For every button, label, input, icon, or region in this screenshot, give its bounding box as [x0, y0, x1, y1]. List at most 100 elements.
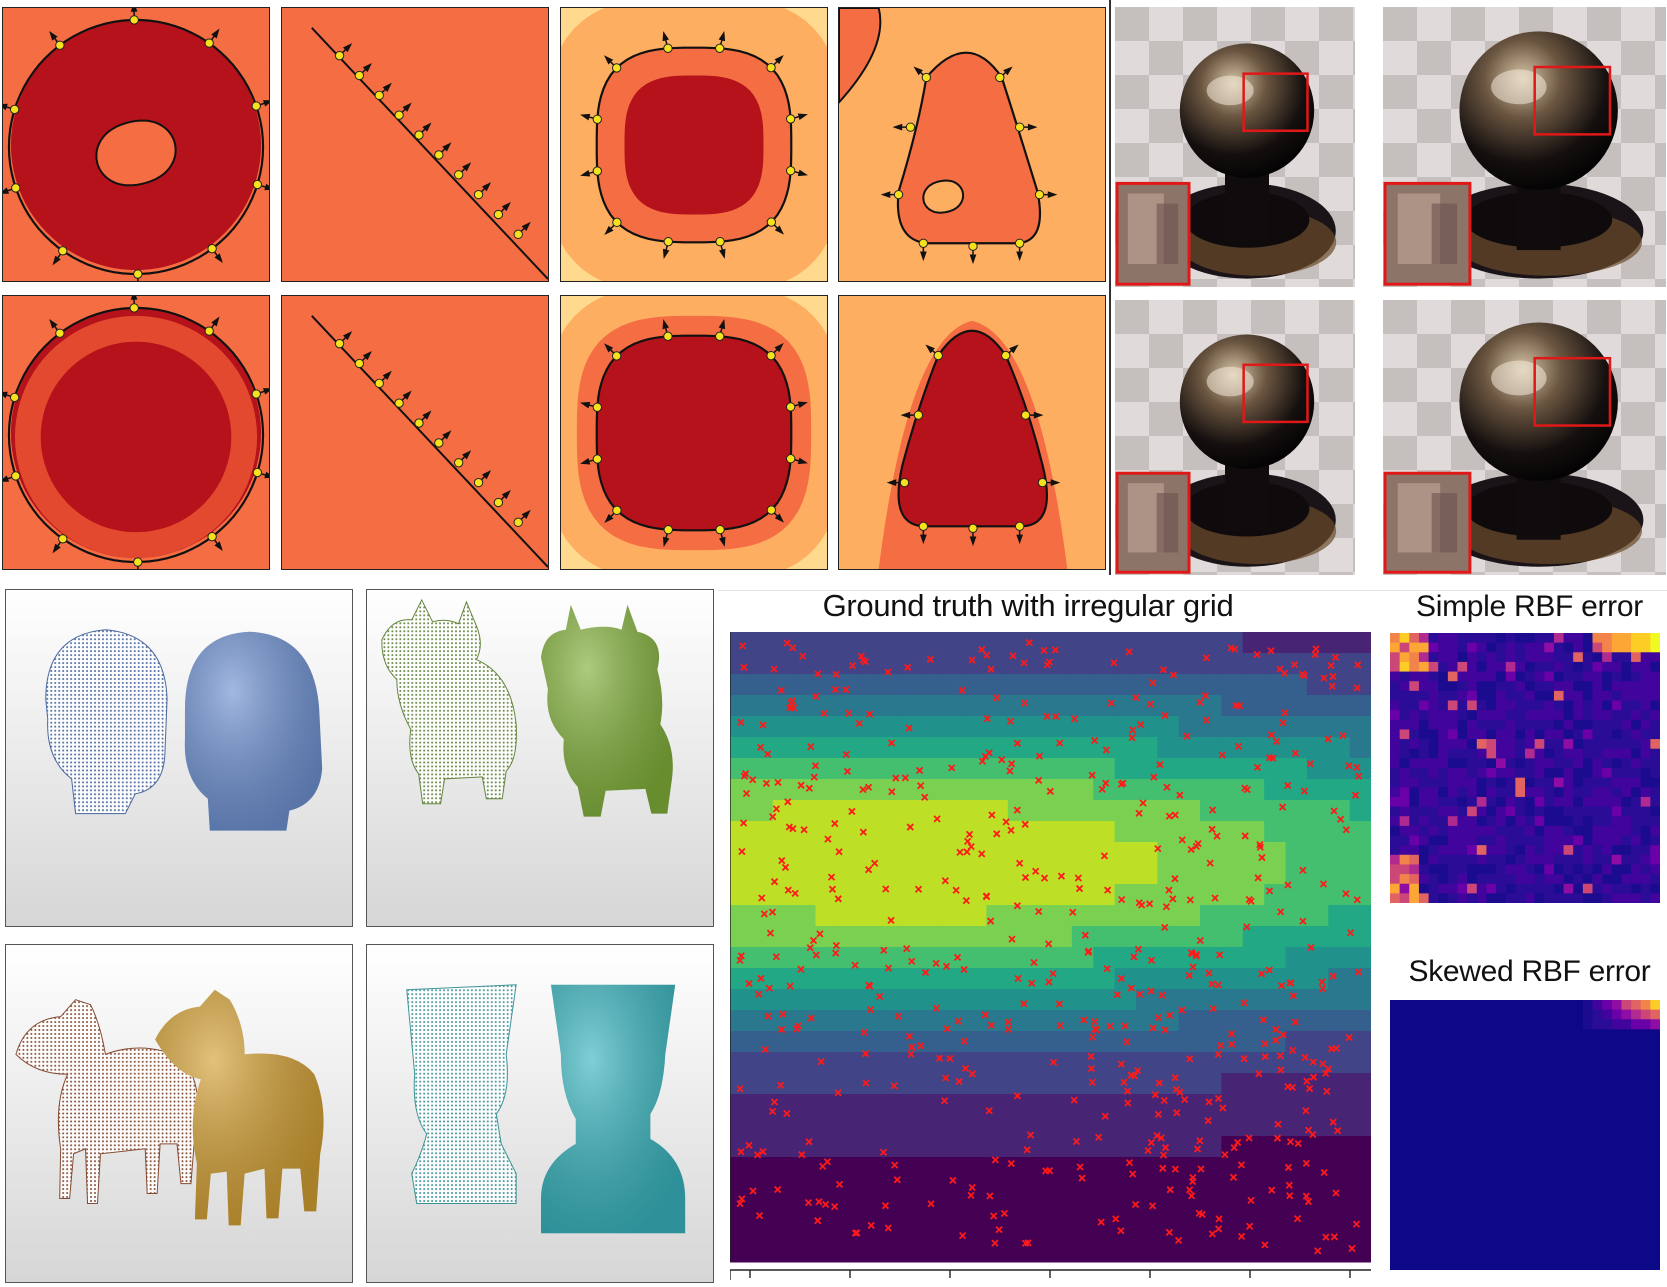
dot-icon — [434, 438, 444, 448]
cross-icon — [1127, 984, 1135, 992]
cross-icon — [1052, 712, 1060, 721]
dot-icon — [454, 458, 464, 468]
arrow-icon — [580, 457, 591, 465]
cross-icon — [1088, 1078, 1097, 1086]
cross-icon — [1187, 948, 1195, 957]
cross-icon — [1205, 1098, 1213, 1106]
cross-icon — [832, 941, 840, 950]
cross-icon — [1166, 1186, 1174, 1194]
cross-icon — [1040, 646, 1048, 655]
arrow-icon — [442, 430, 452, 440]
skewed-rbf-error-title: Skewed RBF error — [1408, 955, 1651, 988]
cross-icon — [804, 1198, 813, 1207]
arrow-icon — [718, 319, 726, 330]
cross-icon — [905, 724, 913, 732]
cross-icon — [1159, 1151, 1168, 1159]
cross-icon — [1162, 903, 1171, 911]
cross-icon — [1147, 1138, 1155, 1147]
cross-icon — [894, 1012, 903, 1020]
cross-icon — [1161, 711, 1169, 720]
cross-icon — [986, 1192, 994, 1200]
cross-icon — [1255, 1070, 1263, 1078]
dot-icon — [663, 43, 673, 54]
cross-icon — [832, 670, 840, 679]
arrow-icon — [580, 169, 591, 177]
dot-icon — [1014, 122, 1025, 132]
cross-icon — [1173, 1109, 1181, 1117]
cross-icon — [1107, 699, 1115, 707]
cross-icon — [1176, 791, 1184, 799]
dot-icon — [493, 209, 504, 220]
cross-icon — [1324, 1065, 1332, 1073]
cross-icon — [1144, 1146, 1152, 1155]
cross-icon — [978, 645, 986, 654]
cross-icon — [987, 665, 995, 673]
cross-icon — [1106, 1022, 1114, 1030]
sdf-panel-line — [281, 7, 549, 282]
dot-icon — [473, 477, 484, 488]
cross-icon — [1331, 653, 1340, 662]
cross-icon — [736, 1085, 744, 1093]
cross-icon — [1056, 739, 1064, 747]
cross-icon — [884, 1224, 892, 1232]
cross-icon — [1185, 1186, 1194, 1194]
cross-icon — [1028, 979, 1036, 987]
dot-icon — [207, 244, 217, 254]
cross-icon — [1272, 737, 1281, 746]
cross-icon — [958, 1231, 967, 1240]
cross-icon — [1172, 1085, 1180, 1094]
cross-icon — [842, 685, 850, 694]
cross-icon — [1087, 1052, 1095, 1061]
cross-icon — [932, 959, 940, 967]
cross-icon — [1192, 950, 1200, 959]
cross-icon — [1154, 1013, 1162, 1022]
cross-icon — [1100, 852, 1109, 860]
cross-icon — [1154, 1110, 1163, 1118]
cross-icon — [1314, 1247, 1322, 1255]
cross-icon — [1069, 908, 1077, 916]
cross-icon — [851, 1229, 860, 1237]
cross-icon — [816, 930, 824, 938]
arrow-icon — [521, 221, 531, 231]
dot-icon — [207, 532, 217, 542]
cross-icon — [806, 944, 814, 952]
arrow-icon — [211, 316, 220, 327]
cross-icon — [1171, 1073, 1179, 1082]
cross-icon — [1298, 670, 1306, 678]
dot-icon — [133, 269, 143, 279]
cross-icon — [1118, 895, 1126, 904]
cross-icon — [1254, 874, 1262, 882]
cross-icon — [1161, 923, 1169, 932]
sdf-panel-line — [281, 295, 549, 570]
cross-icon — [1049, 1058, 1058, 1066]
cross-icon — [1040, 874, 1049, 882]
arrow-icon — [342, 43, 353, 53]
cross-icon — [1016, 859, 1024, 867]
cross-icon — [848, 661, 857, 670]
cross-icon — [1243, 923, 1251, 931]
dot-icon — [334, 50, 345, 61]
cross-icon — [1102, 779, 1110, 787]
dot-icon — [133, 557, 143, 567]
cross-icon — [1043, 661, 1052, 669]
cross-icon — [1322, 1233, 1330, 1241]
shape-panel-cow — [366, 589, 714, 927]
cross-icon — [990, 1212, 998, 1220]
dot-icon — [394, 110, 404, 120]
cross-icon — [1280, 669, 1289, 677]
cross-icon — [814, 1217, 822, 1225]
cross-icon — [805, 784, 813, 792]
cross-icon — [1354, 661, 1362, 669]
cross-icon — [965, 830, 974, 838]
arrow-icon — [1033, 411, 1044, 419]
cross-icon — [821, 1200, 830, 1208]
cross-icon — [1318, 978, 1326, 986]
sdf-panel-triangle — [838, 7, 1106, 282]
cross-icon — [760, 910, 768, 918]
cross-icon — [1102, 746, 1111, 754]
dot-icon — [592, 454, 603, 464]
arrow-icon — [362, 62, 372, 73]
arrow-icon — [604, 513, 614, 524]
arrow-icon — [662, 31, 670, 42]
cross-icon — [1169, 671, 1178, 679]
